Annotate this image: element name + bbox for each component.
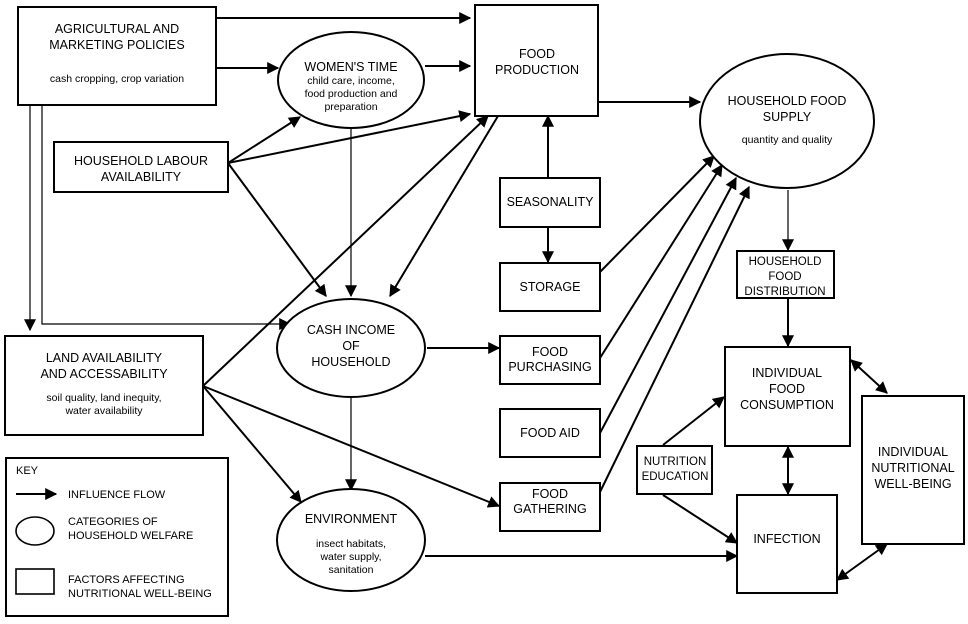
edge-agri-cash (41, 106, 292, 330)
edge-nutedu-ifc (662, 396, 725, 446)
node-title: WOMEN'S TIME (304, 60, 397, 74)
edge-ifc-inwb (850, 359, 888, 394)
edge-gather-hfs (599, 185, 750, 493)
edge-foodprod-cash (389, 115, 499, 298)
edge-land-env (202, 385, 302, 503)
edges (24, 12, 888, 581)
node-title: STORAGE (520, 280, 581, 294)
legend-ellipse-icon (15, 516, 55, 546)
edge-labour-cash (227, 162, 327, 297)
edge-women-foodprod-lower (227, 110, 472, 164)
edge-land-gather (202, 385, 501, 508)
node-environment: ENVIRONMENT insect habitats,water supply… (276, 488, 426, 592)
node-subtitle: insect habitats,water supply,sanitation (316, 538, 386, 576)
node-storage: STORAGE (499, 262, 601, 312)
node-title: ENVIRONMENT (305, 512, 398, 526)
legend-title: KEY (16, 465, 39, 477)
node-subtitle: soil quality, land inequity,water availa… (46, 392, 161, 417)
edge-aid-hfs (599, 176, 737, 434)
node-title: SEASONALITY (507, 195, 594, 209)
node-subtitle: quantity and quality (742, 134, 833, 146)
node-seasonality: SEASONALITY (499, 177, 601, 228)
node-title: FOOD AID (520, 426, 580, 440)
legend-label-influence-flow: INFLUENCE FLOW (68, 489, 166, 501)
node-subtitle: cash cropping, crop variation (50, 73, 184, 85)
edge-labour-women (227, 116, 302, 164)
node-food-aid: FOOD AID (499, 408, 601, 458)
edge-infection-inwb (836, 543, 888, 581)
edge-storage-hfs (599, 155, 715, 273)
edge-nutedu-infection (662, 494, 739, 544)
node-infection: INFECTION (736, 494, 838, 594)
legend-rectangle-icon (15, 568, 55, 595)
node-womens-time: WOMEN'S TIME child care, income,food pro… (277, 31, 425, 129)
node-title: INFECTION (753, 532, 820, 546)
edge-purch-hfs (599, 163, 723, 359)
edge-land-foodprod (202, 115, 489, 387)
